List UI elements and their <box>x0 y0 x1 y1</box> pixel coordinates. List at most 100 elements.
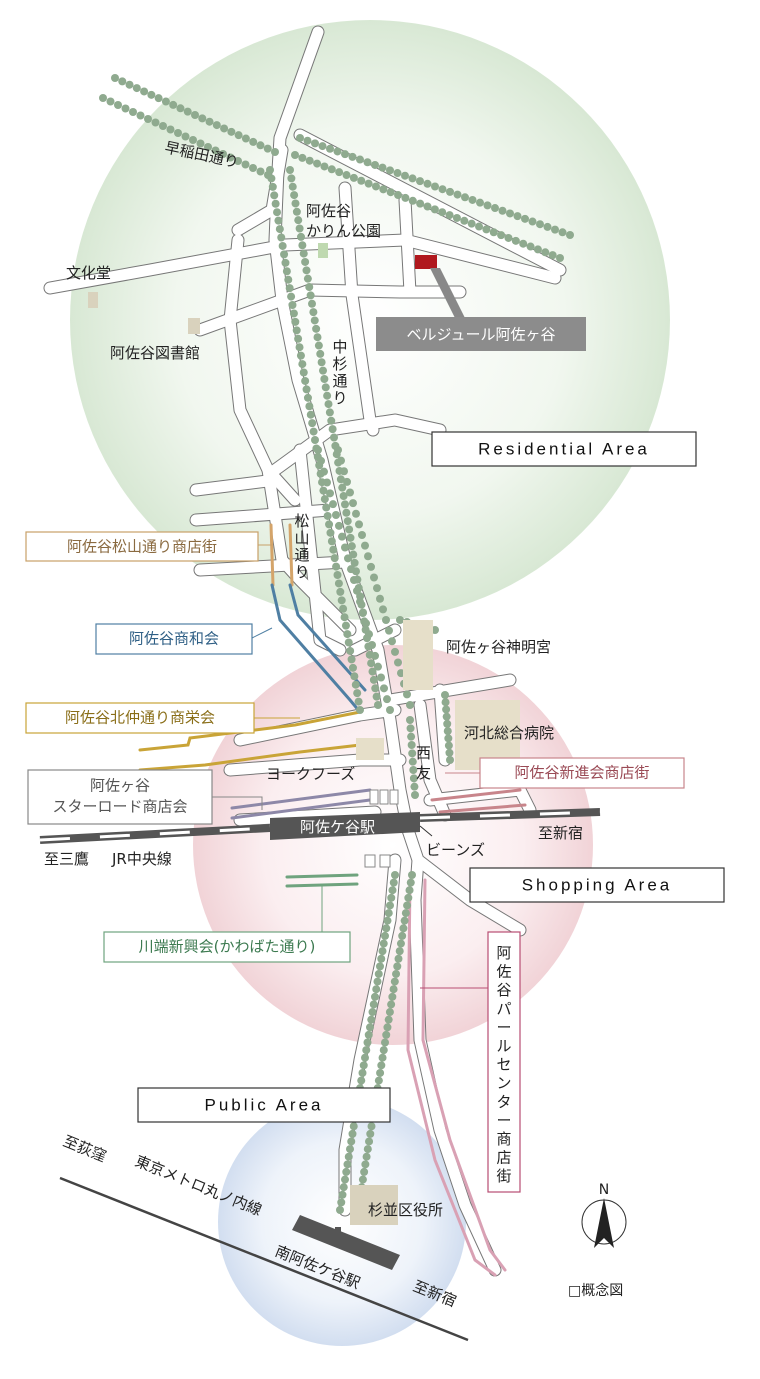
tree <box>343 1160 352 1169</box>
tree <box>521 214 529 223</box>
tree <box>405 886 414 895</box>
property-callout: ベルジュール阿佐ヶ谷 <box>376 317 586 351</box>
tree <box>316 349 325 358</box>
vertical-char: ー <box>496 1111 511 1129</box>
tree <box>386 166 394 175</box>
tree <box>343 630 352 639</box>
bunkado-label: 文化堂 <box>66 264 111 282</box>
tree <box>305 156 314 165</box>
kawabata-callout: 川端新興会(かわばた通り) <box>103 931 351 963</box>
tree <box>386 188 395 197</box>
tree <box>406 724 415 733</box>
tree <box>431 182 439 191</box>
tree <box>322 503 331 512</box>
tree <box>374 701 382 709</box>
north-arrow: N <box>581 1182 627 1248</box>
tree <box>391 647 399 656</box>
pearl-line <box>421 878 507 1272</box>
vertical-char: 店 <box>496 1149 511 1167</box>
tree <box>211 146 220 155</box>
tree <box>388 886 397 895</box>
vertical-char: 通 <box>332 372 347 390</box>
tree <box>365 630 373 639</box>
tree <box>347 1137 356 1146</box>
tree <box>329 545 338 554</box>
tree <box>526 242 535 251</box>
tree <box>408 757 417 766</box>
shinshinkai-callout: 阿佐谷新進会商店街 <box>479 757 685 789</box>
tree <box>121 104 130 113</box>
tree <box>371 992 379 1001</box>
tree <box>408 196 417 205</box>
tree <box>446 756 454 764</box>
tree <box>395 947 404 956</box>
tree <box>271 148 279 156</box>
tree <box>371 160 379 169</box>
park-label-1: 阿佐谷 <box>306 202 351 220</box>
tree <box>336 475 345 484</box>
tree <box>506 209 514 218</box>
tree <box>346 488 354 497</box>
tree <box>303 136 312 145</box>
tree <box>298 360 307 369</box>
tree <box>369 675 378 684</box>
library-building <box>188 318 200 334</box>
tree <box>403 901 412 910</box>
matsuyama-street-line <box>288 523 294 587</box>
tree <box>266 166 274 174</box>
shinmeigu-grounds <box>403 620 433 690</box>
tree <box>409 766 418 774</box>
tree <box>317 358 326 367</box>
tree <box>321 383 330 392</box>
tree <box>374 662 382 671</box>
tree <box>356 706 364 714</box>
tree <box>286 166 294 174</box>
tree <box>401 193 410 202</box>
tree <box>132 84 141 93</box>
shinmeigu-label: 阿佐ヶ谷神明宮 <box>446 638 551 656</box>
tree <box>406 716 414 724</box>
matsuyama-dori-label: 松山通り <box>294 512 309 581</box>
tree <box>362 619 370 628</box>
tree <box>364 179 373 188</box>
tree <box>363 158 372 167</box>
tree <box>366 1023 374 1032</box>
tree <box>388 992 397 1001</box>
vertical-char: 谷 <box>496 981 511 999</box>
tree <box>399 924 408 933</box>
vertical-char: 中 <box>332 338 347 356</box>
tree <box>319 486 328 495</box>
shinshinkai-line <box>430 788 522 802</box>
tree <box>277 233 286 242</box>
tree <box>291 151 299 159</box>
tree <box>309 427 318 436</box>
tree <box>275 225 284 234</box>
tree <box>377 954 386 963</box>
tree <box>400 916 409 925</box>
tree <box>212 121 221 130</box>
tree <box>301 376 310 385</box>
tree <box>468 195 477 204</box>
tree <box>385 1008 394 1017</box>
tree <box>344 638 353 647</box>
tree <box>379 185 388 194</box>
tree <box>341 1175 349 1184</box>
tree <box>353 689 362 698</box>
tree <box>551 225 559 234</box>
tree <box>295 224 304 233</box>
tree <box>363 1038 372 1047</box>
tree <box>181 132 190 141</box>
tree <box>358 531 366 539</box>
tree <box>362 1152 371 1161</box>
tree <box>393 169 402 178</box>
tree <box>504 233 513 242</box>
tree <box>284 275 293 284</box>
tree <box>387 1000 396 1009</box>
tree <box>227 127 236 136</box>
tree <box>381 1038 389 1047</box>
park-label-2: かりん公園 <box>306 222 381 240</box>
tree <box>282 267 291 276</box>
tree <box>326 144 334 153</box>
showa-street-line <box>270 583 362 714</box>
tree <box>384 909 393 918</box>
